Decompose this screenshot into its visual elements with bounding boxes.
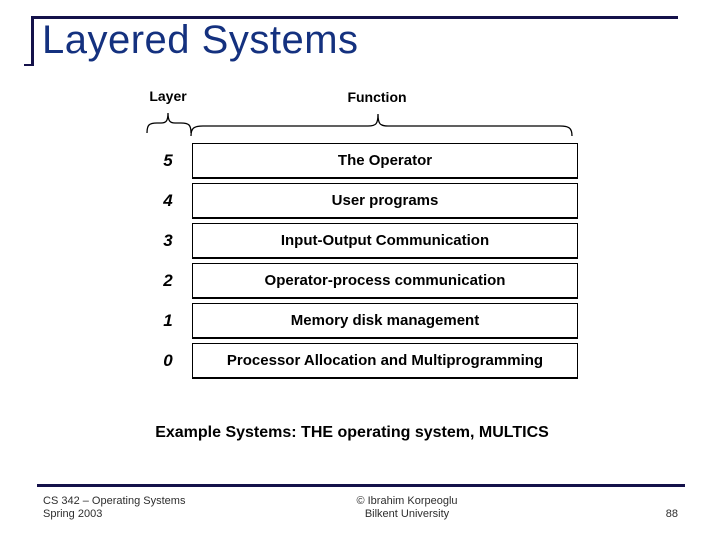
function-brace <box>190 113 573 137</box>
table-row: 1 Memory disk management <box>0 303 720 339</box>
layer-function: Input-Output Communication <box>192 223 578 259</box>
layer-function: Operator-process communication <box>192 263 578 299</box>
layer-number: 3 <box>163 231 173 250</box>
table-row: 2 Operator-process communication <box>0 263 720 299</box>
page-title: Layered Systems <box>42 18 359 62</box>
footer-course-info: CS 342 – Operating Systems Spring 2003 <box>43 495 185 521</box>
footer-course-term: Spring 2003 <box>43 508 103 520</box>
page-number: 88 <box>665 508 678 520</box>
footer-university: Bilkent University <box>364 508 450 520</box>
layer-brace <box>146 112 192 134</box>
layer-number: 4 <box>163 191 173 210</box>
layer-function: User programs <box>192 183 578 219</box>
example-systems-note: Example Systems: THE operating system, M… <box>155 424 549 441</box>
footer-divider-line <box>37 484 685 487</box>
table-row: 5 The Operator <box>0 143 720 179</box>
title-accent-line-foot <box>24 64 32 66</box>
column-header-layer: Layer <box>149 88 187 104</box>
layer-function: Memory disk management <box>192 303 578 339</box>
table-row: 4 User programs <box>0 183 720 219</box>
footer-credit: © Ibrahim Korpeoglu Bilkent University <box>307 495 507 521</box>
layer-number: 2 <box>163 271 173 290</box>
table-row: 3 Input-Output Communication <box>0 223 720 259</box>
column-header-function: Function <box>347 89 407 105</box>
title-accent-line-left <box>31 16 34 66</box>
footer-author: © Ibrahim Korpeoglu <box>356 495 458 507</box>
layer-number: 1 <box>163 311 173 330</box>
title-accent-line-top <box>31 16 678 19</box>
layer-function: The Operator <box>192 143 578 179</box>
table-row: 0 Processor Allocation and Multiprogramm… <box>0 343 720 379</box>
layer-number: 0 <box>163 351 173 370</box>
layer-function: Processor Allocation and Multiprogrammin… <box>192 343 578 379</box>
footer-course-name: CS 342 – Operating Systems <box>43 495 186 507</box>
layer-number: 5 <box>163 151 173 170</box>
